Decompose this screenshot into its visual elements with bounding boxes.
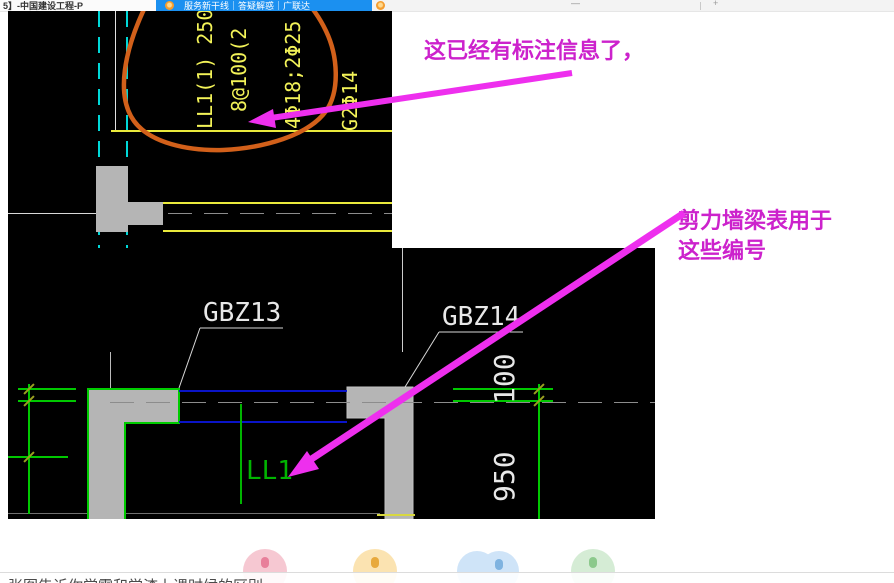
cad-column-right [346,386,414,519]
cad-dim-line [8,456,68,458]
leader-line-gbz13 [178,327,201,389]
cad-column-fill [96,202,163,225]
cad-image-bottom: LL1 GBZ13 GBZ14 100 950 [8,248,655,519]
cad-column-left [87,388,180,519]
cad-beam-line-blue [179,421,347,423]
annotation-note-1: 这已经有标注信息了， [424,39,645,64]
related-question-bar: 张图告诉你学霸和学渣上课时候的区别 [0,572,894,583]
cad-image-top: LL1(1) 250 8@100(2 4Φ18;2Φ25 G2Φ14 [8,11,392,248]
browser-tab-active[interactable]: 服务新干线｜答疑解惑｜广联达 [156,0,372,11]
avatar-figure-icon [371,557,379,568]
related-question-link[interactable]: 张图告诉你学霸和学渣上课时候的区别 [8,575,263,583]
cad-beam-line [377,514,415,516]
browser-tab-inactive-left[interactable]: 5】-中国建设工程-P [0,0,156,11]
cad-wall-line [115,11,116,130]
dim-value-950: 950 [488,451,521,502]
favicon-icon[interactable] [376,1,385,10]
cad-dashed-centerline [168,213,392,214]
cad-wall-line [110,352,111,389]
dim-value-100: 100 [488,353,521,404]
cad-beam-line [163,202,392,204]
leader-line-gbz14 [404,331,440,388]
cad-beam-line-blue [179,390,347,392]
beam-annotation-text: LL1(1) 250 [193,11,217,129]
cad-dashed-centerline [110,402,655,403]
annotation-note-2-line1: 剪力墙梁表用于 [678,209,833,234]
cad-centerline-cyan [98,11,100,248]
tab-title-left: 5】-中国建设工程-P [3,1,84,11]
cad-dim-line [18,400,76,402]
cad-wall-line [402,248,403,352]
beam-tag-label: LL1 [246,456,293,486]
column-label-gbz13: GBZ13 [203,298,282,328]
tab-title-active: 服务新干线｜答疑解惑｜广联达 [184,1,311,11]
cad-wall-line [8,213,96,214]
beam-annotation-text: G2Φ14 [338,70,362,131]
avatar-figure-icon [495,559,503,570]
cad-beam-tag-line [240,404,242,504]
tabstrip-dash: — [571,0,580,8]
cad-floor-line [8,513,380,514]
favicon-icon [165,1,174,10]
cad-dim-line [18,388,76,390]
avatar-figure-icon [589,557,597,568]
avatar-figure-icon [261,557,269,568]
cad-beam-line [163,230,392,232]
tabstrip-divider [700,2,701,10]
annotation-note-2-line2: 这些编号 [678,239,767,264]
cad-dim-line [28,384,30,514]
beam-annotation-text: 4Φ18;2Φ25 [281,20,305,129]
cad-columns-layer [87,327,523,519]
browser-tabstrip: 5】-中国建设工程-P 服务新干线｜答疑解惑｜广联达 — + [0,0,894,12]
column-label-gbz14: GBZ14 [442,302,521,332]
new-tab-icon[interactable]: + [713,0,719,8]
beam-annotation-text: 8@100(2 [227,27,251,112]
cad-dim-line [538,384,540,519]
